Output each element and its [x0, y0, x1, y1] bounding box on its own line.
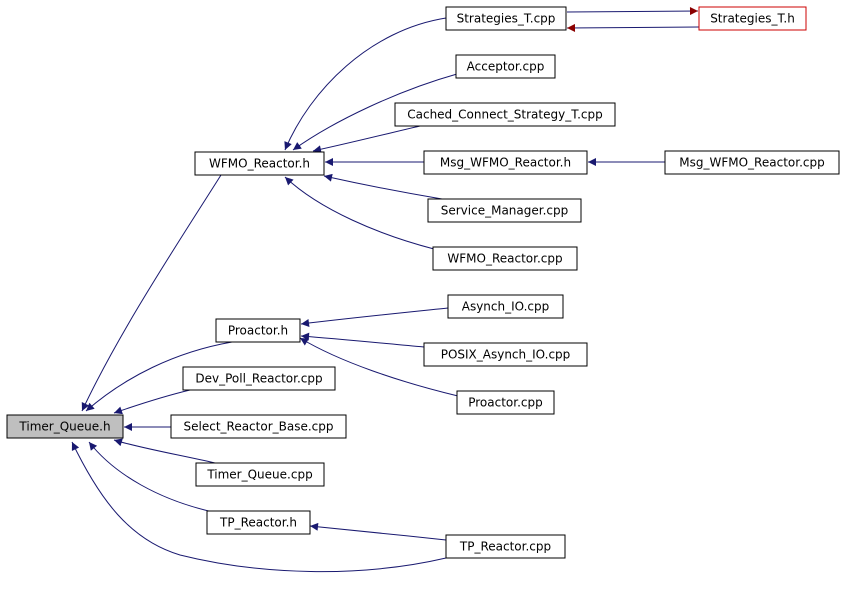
edge-proactor-h-to-timer-queue-h: [85, 341, 233, 412]
node-label: Dev_Poll_Reactor.cpp: [195, 372, 322, 386]
node-box: [6, 414, 124, 439]
node-label: Proactor.cpp: [468, 396, 543, 410]
node-box: [698, 6, 807, 31]
node-msg-wfmo-reactor-cpp[interactable]: Msg_WFMO_Reactor.cpp: [664, 150, 840, 175]
node-select-reactor-base-cpp[interactable]: Select_Reactor_Base.cpp: [170, 414, 347, 439]
edge-strategies-t-h-to-strategies-t-cpp: [566, 23, 700, 32]
node-label: TP_Reactor.h: [219, 516, 297, 530]
node-strategies-t-cpp[interactable]: Strategies_T.cpp: [445, 6, 567, 31]
node-box: [456, 390, 555, 415]
node-box: [445, 6, 567, 31]
node-label: Acceptor.cpp: [467, 60, 545, 74]
node-label: Timer_Queue.cpp: [206, 468, 312, 482]
node-box: [195, 462, 325, 487]
node-label: Service_Manager.cpp: [441, 204, 569, 218]
node-label: Cached_Connect_Strategy_T.cpp: [407, 108, 603, 122]
node-strategies-t-h[interactable]: Strategies_T.h: [698, 6, 807, 31]
node-box: [194, 151, 325, 176]
node-label: WFMO_Reactor.cpp: [447, 252, 562, 266]
node-label: WFMO_Reactor.h: [209, 157, 310, 171]
node-timer-queue-cpp[interactable]: Timer_Queue.cpp: [195, 462, 325, 487]
node-label: POSIX_Asynch_IO.cpp: [441, 348, 571, 362]
node-label: Asynch_IO.cpp: [462, 300, 550, 314]
node-wfmo-reactor-cpp[interactable]: WFMO_Reactor.cpp: [432, 246, 578, 271]
node-label: Select_Reactor_Base.cpp: [184, 420, 334, 434]
node-asynch-io-cpp[interactable]: Asynch_IO.cpp: [447, 294, 564, 319]
node-box: [427, 198, 582, 223]
node-box: [215, 318, 301, 343]
node-acceptor-cpp[interactable]: Acceptor.cpp: [455, 54, 556, 79]
edge-dev-poll-reactor-cpp-to-timer-queue-h: [113, 389, 191, 415]
edge-proactor-cpp-to-proactor-h: [299, 337, 459, 397]
node-wfmo-reactor-h[interactable]: WFMO_Reactor.h: [194, 151, 325, 176]
node-label: Timer_Queue.h: [18, 420, 110, 434]
node-label: Msg_WFMO_Reactor.cpp: [679, 156, 824, 170]
node-service-manager-cpp[interactable]: Service_Manager.cpp: [427, 198, 582, 223]
edge-strategies-t-cpp-to-strategies-t-h: [566, 7, 699, 16]
edge-cached-connect-strategy-t-cpp-to-wfmo-reactor-h: [312, 125, 421, 154]
edge-tp-reactor-cpp-to-tp-reactor-h: [309, 522, 447, 541]
edge-acceptor-cpp-to-wfmo-reactor-h: [292, 73, 458, 151]
node-posix-asynch-io-cpp[interactable]: POSIX_Asynch_IO.cpp: [423, 342, 588, 367]
node-box: [455, 54, 556, 79]
node-box: [170, 414, 347, 439]
node-box: [447, 294, 564, 319]
node-label: Strategies_T.cpp: [457, 12, 556, 26]
edge-tp-reactor-h-to-timer-queue-h: [88, 441, 214, 513]
node-box: [445, 534, 566, 559]
node-tp-reactor-h[interactable]: TP_Reactor.h: [206, 510, 311, 535]
node-timer-queue-h[interactable]: Timer_Queue.h: [6, 414, 124, 439]
node-label: Proactor.h: [228, 324, 288, 338]
node-box: [206, 510, 311, 535]
node-dev-poll-reactor-cpp[interactable]: Dev_Poll_Reactor.cpp: [182, 366, 336, 391]
node-box: [432, 246, 578, 271]
node-box: [182, 366, 336, 391]
edge-timer-queue-cpp-to-timer-queue-h: [113, 438, 216, 464]
edge-asynch-io-cpp-to-proactor-h: [300, 307, 449, 327]
edge-tp-reactor-cpp-to-timer-queue-h: [71, 441, 447, 573]
node-box: [394, 102, 616, 127]
edge-service-manager-cpp-to-wfmo-reactor-h: [323, 173, 443, 200]
node-cached-connect-strategy-t-cpp[interactable]: Cached_Connect_Strategy_T.cpp: [394, 102, 616, 127]
edge-strategies-t-cpp-to-wfmo-reactor-h: [284, 17, 447, 151]
node-proactor-cpp[interactable]: Proactor.cpp: [456, 390, 555, 415]
node-box: [423, 150, 588, 175]
node-label: TP_Reactor.cpp: [459, 540, 551, 554]
edge-wfmo-reactor-cpp-to-wfmo-reactor-h: [284, 176, 435, 250]
node-proactor-h[interactable]: Proactor.h: [215, 318, 301, 343]
node-msg-wfmo-reactor-h[interactable]: Msg_WFMO_Reactor.h: [423, 150, 588, 175]
node-box: [423, 342, 588, 367]
edge-posix-asynch-io-cpp-to-proactor-h: [300, 332, 425, 348]
node-tp-reactor-cpp[interactable]: TP_Reactor.cpp: [445, 534, 566, 559]
node-label: Strategies_T.h: [710, 12, 795, 26]
node-label: Msg_WFMO_Reactor.h: [440, 156, 571, 170]
node-box: [664, 150, 840, 175]
edge-wfmo-reactor-h-to-timer-queue-h: [81, 174, 222, 412]
